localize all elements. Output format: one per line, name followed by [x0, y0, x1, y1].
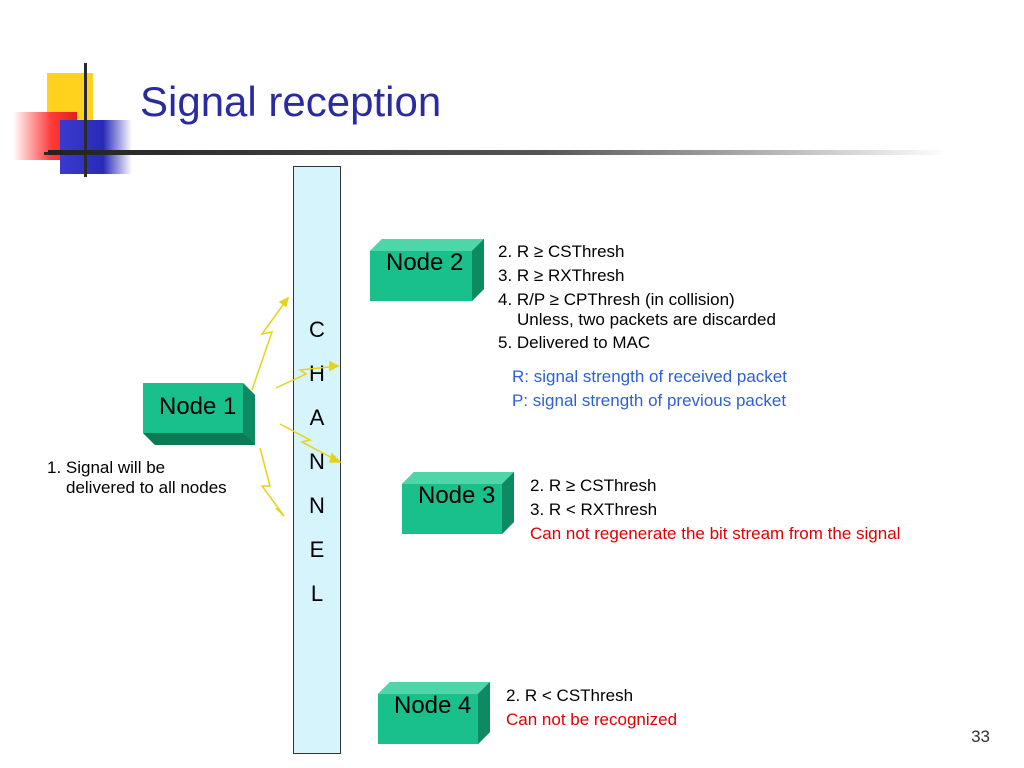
node-4-label: Node 4 [394, 692, 472, 719]
signal-bolt [279, 423, 341, 463]
signal-bolt [275, 365, 339, 389]
channel-letter: N [309, 493, 325, 518]
node-2: Node 2 [370, 239, 484, 301]
channel-letter: E [309, 537, 325, 562]
signal-bolt-arrowhead [278, 296, 290, 308]
channel-letter: N [309, 449, 325, 474]
node-3-label: Node 3 [418, 482, 496, 509]
node-1-note-line-1: 1. Signal will be [47, 458, 166, 477]
node-1: Node 1 [143, 383, 255, 445]
node-3: Node 3 [402, 472, 514, 534]
node-2-note-4: Unless, two packets are discarded [517, 310, 776, 329]
slide-title: Signal reception [140, 78, 442, 125]
channel-letter: L [310, 581, 324, 606]
node-2-note-5: 5. Delivered to MAC [498, 333, 651, 352]
node-2-label: Node 2 [386, 249, 464, 276]
signal-bolts [251, 296, 342, 517]
legend-r-definition: R: signal strength of received packet [512, 367, 787, 386]
signal-bolt [259, 447, 285, 517]
node-4-note-2: Can not be recognized [506, 710, 678, 729]
page-number: 33 [971, 727, 990, 746]
signal-bolt [251, 297, 289, 391]
node-1-label: Node 1 [159, 393, 237, 420]
node-2-note-1: 2. R ≥ CSThresh [498, 242, 625, 261]
node-1-note-line-2: delivered to all nodes [66, 478, 227, 497]
node-3-note-2: 3. R < RXThresh [530, 500, 658, 519]
channel-letter: A [309, 405, 325, 430]
node-4: Node 4 [378, 682, 490, 744]
signal-bolt-arrowhead [275, 507, 285, 517]
node-2-note-3: 4. R/P ≥ CPThresh (in collision) [498, 290, 735, 309]
title-underline [48, 150, 948, 155]
node-4-note-1: 2. R < CSThresh [506, 686, 634, 705]
node-3-note-1: 2. R ≥ CSThresh [530, 476, 657, 495]
signal-bolt-arrowhead [329, 452, 342, 463]
signal-bolt-arrowhead [329, 360, 340, 372]
title-decoration-blue-square [60, 120, 132, 174]
node-3-note-3: Can not regenerate the bit stream from t… [530, 524, 901, 543]
node-2-note-2: 3. R ≥ RXThresh [498, 266, 625, 285]
legend-p-definition: P: signal strength of previous packet [512, 391, 787, 410]
channel-letter: C [309, 317, 325, 342]
title-decoration-vertical-line [84, 63, 87, 177]
